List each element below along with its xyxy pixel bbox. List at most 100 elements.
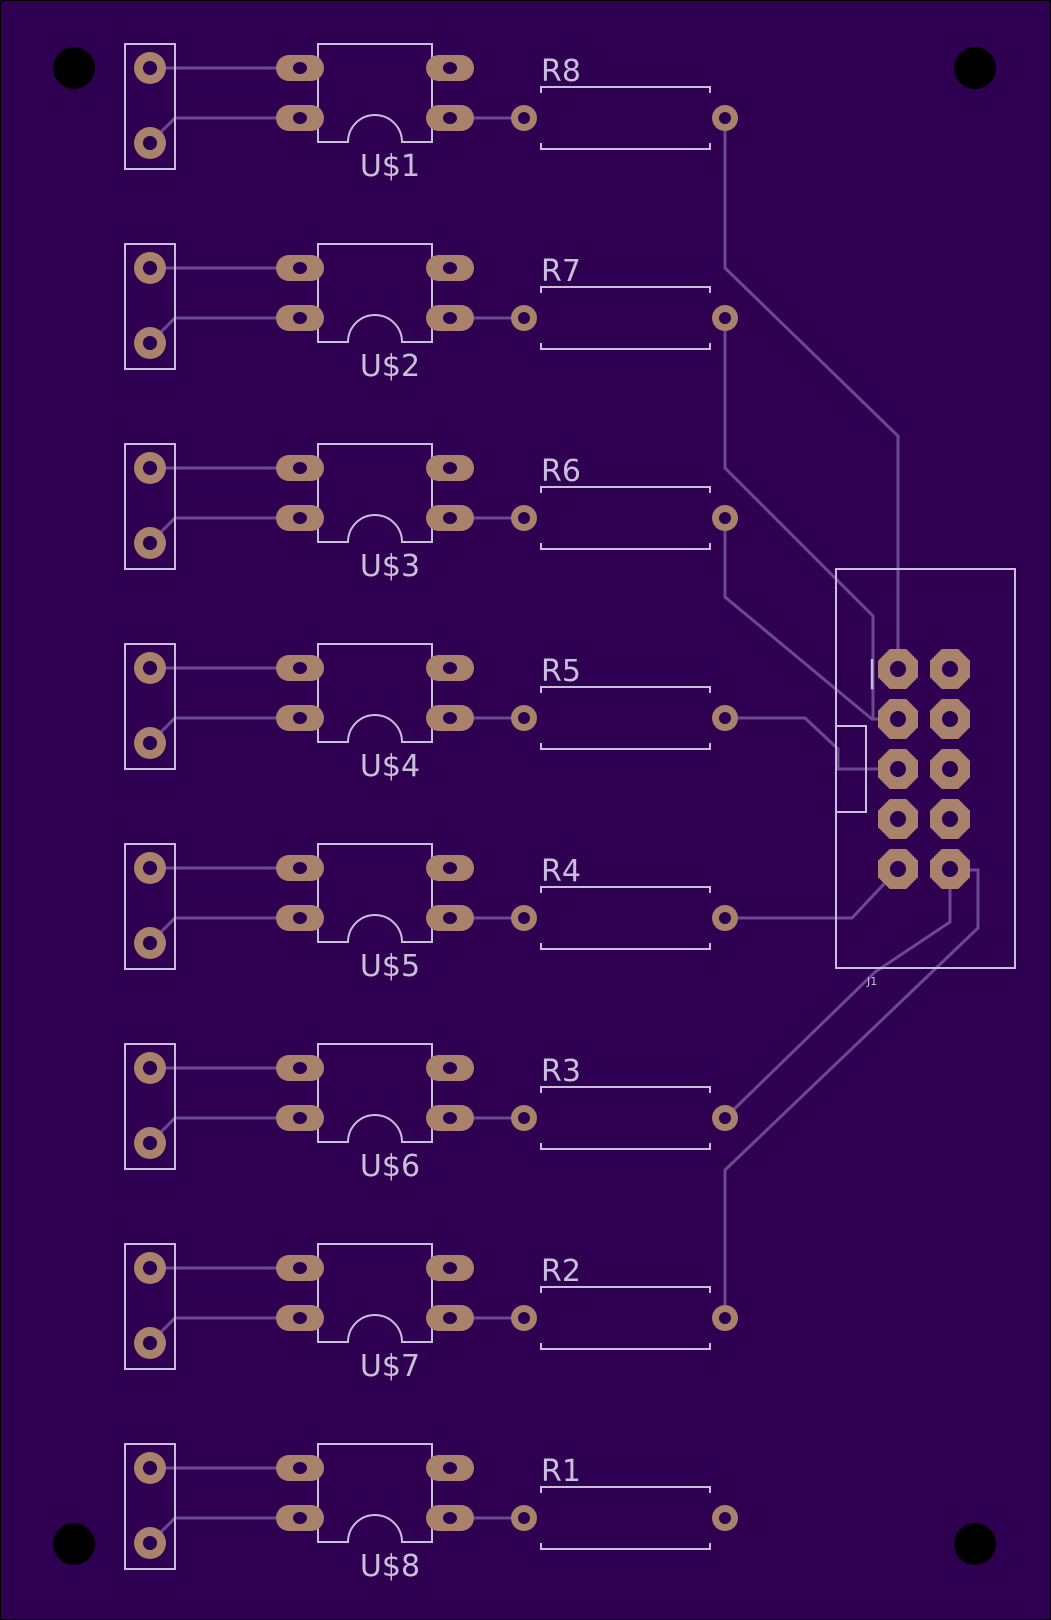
- resistor-pin-2-pad-drill: [719, 1512, 731, 1524]
- resistor-pin-1-pad-drill: [518, 112, 530, 124]
- ic-pin-1-pad: [276, 455, 324, 481]
- ic-pin-1-pad-drill: [293, 1062, 307, 1074]
- resistor-outline: [540, 286, 711, 350]
- resistor-label: R8: [541, 54, 581, 89]
- ic-pin-2-pad: [276, 1105, 324, 1131]
- ic-pin-2-pad: [276, 905, 324, 931]
- ic-pin-2-pad-drill: [293, 312, 307, 324]
- resistor-pin-1-pad: [511, 905, 537, 931]
- ic-pin-3-pad-drill: [443, 112, 457, 124]
- ic-pin-3-pad: [426, 1105, 474, 1131]
- resistor-pin-2-pad: [712, 305, 738, 331]
- mounting-hole: [954, 1523, 996, 1565]
- header-pin-2-pad-drill: [143, 1536, 157, 1550]
- ic-pin-3-pad-drill: [443, 1512, 457, 1524]
- ic-pin-3-pad-drill: [443, 1312, 457, 1324]
- connector-pin-pad: [878, 699, 918, 739]
- resistor-pin-2-pad: [712, 505, 738, 531]
- ic-pin-4-pad-drill: [443, 1262, 457, 1274]
- ic-pin-2-pad: [276, 505, 324, 531]
- header-pin-2-pad: [134, 727, 166, 759]
- header-pin-2-pad: [134, 327, 166, 359]
- resistor-pin-1-pad-drill: [518, 1112, 530, 1124]
- pin1-marker: |: [867, 655, 877, 690]
- connector-pin-pad-drill: [890, 861, 906, 877]
- resistor-pin-2-pad: [712, 905, 738, 931]
- connector-pin-pad: [878, 749, 918, 789]
- ic-pin-3-pad-drill: [443, 312, 457, 324]
- resistor-pin-1-pad-drill: [518, 1512, 530, 1524]
- connector-pin-pad-drill: [942, 711, 958, 727]
- resistor-pin-2-pad-drill: [719, 712, 731, 724]
- header-pin-1-pad: [134, 1452, 166, 1484]
- ic-pin-3-pad-drill: [443, 912, 457, 924]
- resistor-label: R1: [541, 1454, 581, 1489]
- connector-key-notch: [836, 725, 867, 813]
- header-pin-2-pad-drill: [143, 936, 157, 950]
- ic-pin-2-pad-drill: [293, 912, 307, 924]
- ic-label: U$1: [360, 149, 420, 184]
- mounting-hole: [53, 1523, 95, 1565]
- header-pin-2-pad-drill: [143, 536, 157, 550]
- header-pin-1-pad-drill: [143, 1061, 157, 1075]
- connector-pin-pad-drill: [942, 861, 958, 877]
- ic-pin-1-pad-drill: [293, 1462, 307, 1474]
- connector-pin-pad: [878, 799, 918, 839]
- ic-pin-3-pad: [426, 1505, 474, 1531]
- ic-pin-2-pad: [276, 1505, 324, 1531]
- header-outline: [124, 843, 176, 970]
- resistor-label: R2: [541, 1254, 581, 1289]
- label-layer: R8U$1R7U$2R6U$3R5U$4R4U$5R3U$6R2U$7R1U$8…: [360, 54, 877, 1584]
- resistor-pin-2-pad-drill: [719, 1312, 731, 1324]
- resistor-outline: [540, 1086, 711, 1150]
- header-pin-1-pad: [134, 1052, 166, 1084]
- resistor-pin-1-pad: [511, 705, 537, 731]
- ic-pin-4-pad-drill: [443, 462, 457, 474]
- header-pin-2-pad-drill: [143, 336, 157, 350]
- connector-pin-pad-drill: [890, 711, 906, 727]
- resistor-pin-1-pad-drill: [518, 912, 530, 924]
- resistor-to-connector-trace: [723, 518, 874, 722]
- ic-label: U$3: [360, 549, 420, 584]
- ic-pin-4-pad: [426, 855, 474, 881]
- resistor-pin-2-pad: [712, 1505, 738, 1531]
- resistor-to-connector-trace: [725, 716, 898, 771]
- mounting-holes: [53, 47, 996, 1565]
- connector-pin-pad: [930, 649, 970, 689]
- ic-pin-4-pad-drill: [443, 262, 457, 274]
- connector-pin-pad: [930, 749, 970, 789]
- resistor-pin-1-pad-drill: [518, 1312, 530, 1324]
- ic-pin-4-pad: [426, 1255, 474, 1281]
- ic-pin-2-pad: [276, 1305, 324, 1331]
- header-pin-1-pad-drill: [143, 61, 157, 75]
- connector-pin-pad-drill: [890, 761, 906, 777]
- header-pin-2-pad-drill: [143, 136, 157, 150]
- mounting-hole: [53, 47, 95, 89]
- ic-pin-3-pad: [426, 705, 474, 731]
- header-pin-1-pad: [134, 452, 166, 484]
- ic-pin-1-pad: [276, 1055, 324, 1081]
- connector-pin-pad: [878, 649, 918, 689]
- ic-pin-3-pad: [426, 905, 474, 931]
- resistor-pin-2-pad: [712, 1105, 738, 1131]
- ic-pin-2-pad: [276, 705, 324, 731]
- ic-pin-4-pad-drill: [443, 1062, 457, 1074]
- header-pin-2-pad: [134, 127, 166, 159]
- ic-outline: [317, 643, 433, 743]
- ic-pin-2-pad-drill: [293, 1112, 307, 1124]
- ic-pin-4-pad: [426, 455, 474, 481]
- header-pin-1-pad-drill: [143, 1261, 157, 1275]
- header-pin-2-pad: [134, 527, 166, 559]
- header-pin-1-pad-drill: [143, 1461, 157, 1475]
- ic-pin-1-pad-drill: [293, 662, 307, 674]
- header-pin-1-pad: [134, 1252, 166, 1284]
- resistor-pin-1-pad-drill: [518, 312, 530, 324]
- ic-pin-2-pad: [276, 105, 324, 131]
- header-outline: [124, 243, 176, 370]
- resistor-to-connector-trace: [723, 118, 900, 669]
- ic-label: U$4: [360, 749, 420, 784]
- resistor-pin-2-pad-drill: [719, 112, 731, 124]
- silkscreen-layer: [124, 43, 1016, 1570]
- ic-outline: [317, 1243, 433, 1343]
- resistor-outline: [540, 1286, 711, 1350]
